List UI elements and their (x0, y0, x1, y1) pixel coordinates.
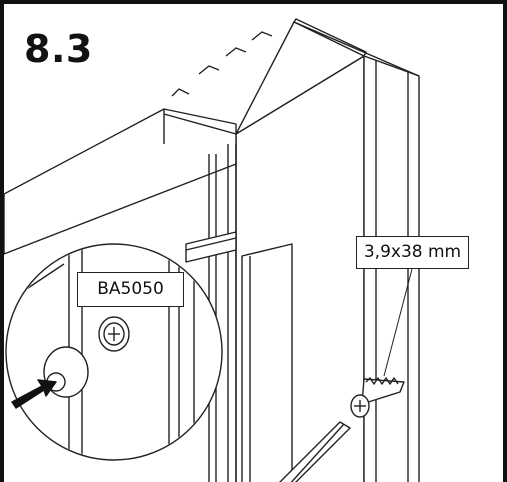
assembly-drawing (4, 18, 420, 482)
screw-head-detail (98, 316, 130, 352)
part-code-label: BA5050 (77, 272, 184, 307)
screwdriver-icon (279, 421, 351, 482)
door-leaf (241, 243, 293, 482)
arrow-icon (11, 379, 57, 409)
step-number: 8.3 (24, 27, 93, 71)
screw-icon (350, 377, 405, 418)
screw-spec-label: 3,9x38 mm (356, 236, 469, 269)
